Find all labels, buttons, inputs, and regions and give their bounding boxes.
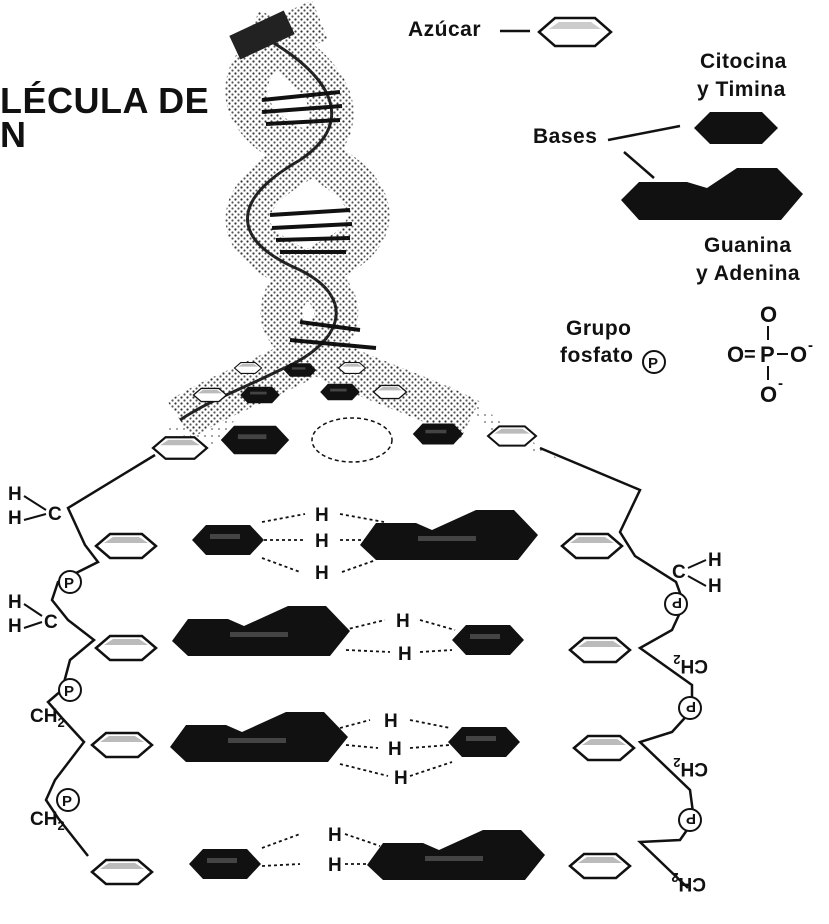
hydrogen-bond-lines <box>262 514 455 866</box>
left-h-1: H <box>8 484 22 505</box>
left-phosphates: P P P <box>57 571 81 811</box>
formula-charge-bottom: - <box>778 375 783 392</box>
hbond-3c: H <box>394 768 408 789</box>
phosphate-left-2: P <box>64 683 74 700</box>
formula-charge-right: - <box>808 337 813 354</box>
left-h-2: H <box>8 508 22 529</box>
formula-oxygen-right: O <box>790 342 807 367</box>
hbond-1c: H <box>315 563 329 584</box>
hbond-4b: H <box>328 855 342 876</box>
bases-leader-line-1 <box>608 126 680 140</box>
left-strand-atoms: H H C H H C CH2 CH2 <box>8 484 65 833</box>
left-carbon-1: C <box>48 504 62 525</box>
phosphate-right-3: P <box>686 810 696 827</box>
phosphate-left-3: P <box>62 793 72 810</box>
left-carbon-2: C <box>44 612 58 633</box>
base-pair-4 <box>92 830 630 884</box>
right-ch2-3: CH2 <box>671 870 706 894</box>
sugar-legend-icon <box>539 18 611 46</box>
formula-oxygen-bottom: O <box>760 382 777 407</box>
base-pair-3 <box>92 712 634 762</box>
right-h-1: H <box>708 550 722 571</box>
right-ch2-1: CH2 <box>673 652 708 676</box>
right-ch2-2: CH2 <box>673 755 708 779</box>
bases-leader-line-2 <box>624 152 654 178</box>
phosphate-legend-symbol: P <box>643 351 665 373</box>
formula-oxygen-left: O <box>727 342 744 367</box>
left-h-3: H <box>8 592 22 613</box>
hbond-2a: H <box>396 611 410 632</box>
right-phosphates: P P P <box>665 593 701 831</box>
hbond-1a: H <box>315 505 329 526</box>
formula-phosphorus: P <box>760 342 775 367</box>
left-ch2-2: CH2 <box>30 809 65 833</box>
hbond-2b: H <box>398 644 412 665</box>
phosphate-formula: O O = P O - O - <box>727 302 813 407</box>
hbond-3a: H <box>384 711 398 732</box>
hbond-1b: H <box>315 531 329 552</box>
double-helix <box>165 11 560 460</box>
hbond-4a: H <box>328 825 342 846</box>
right-h-2: H <box>708 576 722 597</box>
hbond-3b: H <box>388 739 402 760</box>
hydrogen-bond-labels: H H H H H H H H H H <box>315 505 412 876</box>
formula-oxygen-top: O <box>760 302 777 327</box>
left-h-4: H <box>8 616 22 637</box>
phosphate-left-1: P <box>64 575 74 592</box>
left-ch2-1: CH2 <box>30 706 65 730</box>
phosphate-right-1: P <box>672 594 682 611</box>
phosphate-legend-symbol-letter: P <box>648 355 658 372</box>
base-pair-2 <box>96 606 630 662</box>
purine-legend-icon <box>621 168 803 220</box>
sugar-phosphate-backbone <box>46 448 694 888</box>
formula-double-bond: = <box>744 344 756 366</box>
phosphate-right-2: P <box>686 698 696 715</box>
pyrimidine-legend-icon <box>694 112 778 144</box>
right-carbon-1: C <box>672 562 686 583</box>
